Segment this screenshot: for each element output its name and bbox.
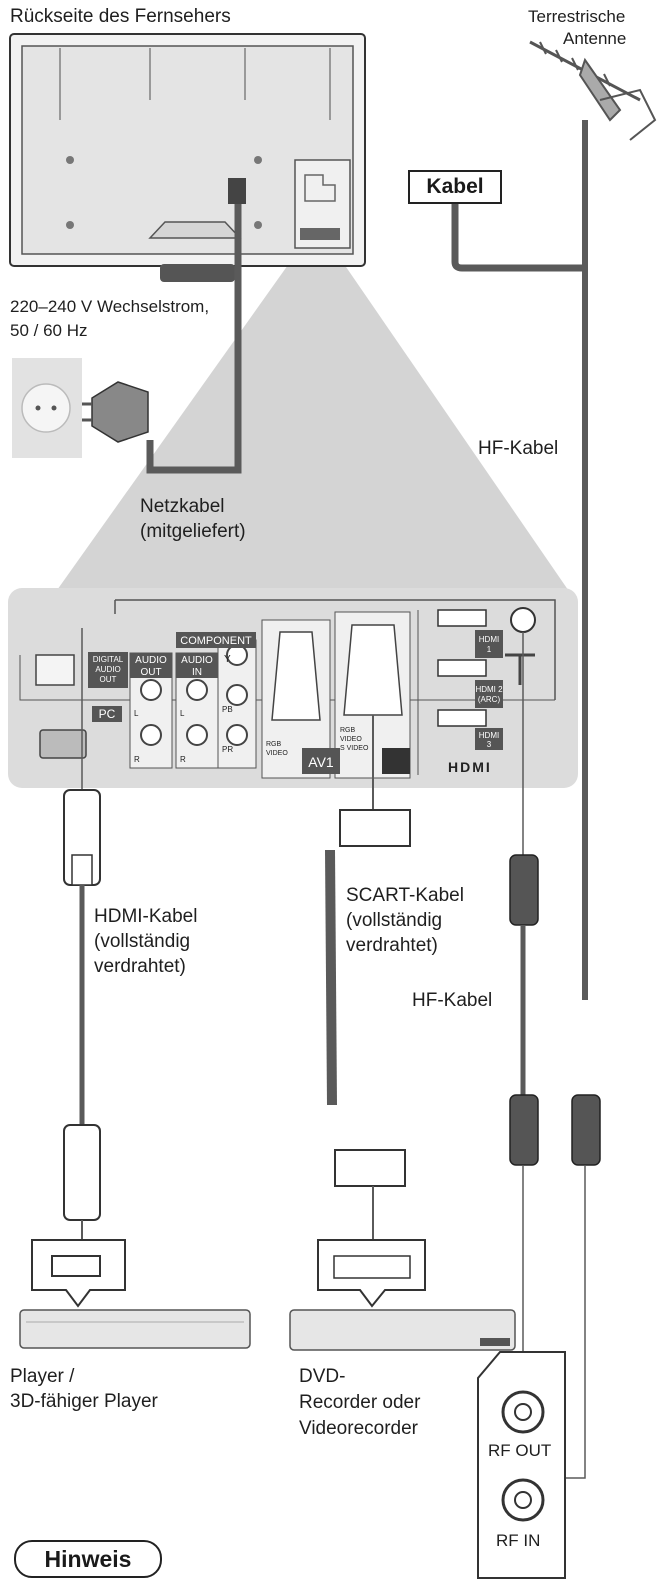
panel-video-label-1: VIDEO (266, 750, 288, 757)
panel-audio-in-label: AUDIO (181, 655, 213, 666)
kabel-label: Kabel (408, 170, 502, 204)
panel-pr-label: PR (222, 745, 233, 754)
recorder-device (289, 1239, 516, 1351)
connection-panel (8, 588, 578, 788)
antenna (529, 40, 657, 1000)
kabel-cable (451, 200, 585, 272)
hf-cable-label-top: HF-Kabel (478, 438, 559, 459)
player-label-line2: 3D-fähiger Player (10, 1391, 158, 1412)
hf-cable-label-bottom: HF-Kabel (412, 990, 493, 1011)
panel-av1-label: AV1 (308, 754, 334, 770)
panel-y-label: Y (224, 654, 231, 665)
panel-r-label-out: R (134, 755, 140, 764)
hinweis-badge[interactable]: Hinweis (14, 1540, 162, 1578)
panel-pc-label: PC (99, 707, 116, 721)
panel-l-label-in: L (180, 709, 185, 718)
panel-hdmi2-arc: (ARC) (478, 695, 501, 704)
rf-out-label: RF OUT (488, 1441, 552, 1460)
panel-r-label-in: R (180, 755, 186, 764)
power-label-line2: 50 / 60 Hz (10, 321, 88, 340)
panel-audio-in-label-2: IN (192, 667, 202, 678)
panel-pb-label: PB (222, 705, 233, 714)
hdmi-cable-label-line3: verdrahtet) (94, 956, 186, 977)
panel-audio-out-label-2: OUT (140, 667, 161, 678)
power-label-line1: 220–240 V Wechselstrom, (10, 297, 210, 316)
power-cable-label-line2: (mitgeliefert) (140, 521, 246, 542)
panel-svideo-label: S VIDEO (340, 745, 369, 752)
spotlight-beam (50, 248, 575, 600)
recorder-label-line1: DVD- (299, 1366, 346, 1387)
panel-digital-label-1: DIGITAL (93, 655, 124, 664)
power-socket (12, 358, 149, 458)
panel-rgb-label-2: RGB (340, 727, 356, 734)
tv-back-title: Rückseite des Fernsehers (10, 6, 231, 27)
panel-hdmi2-label: HDMI 2 (475, 685, 503, 694)
recorder-label-line3: Videorecorder (299, 1418, 419, 1439)
panel-digital-label-3: OUT (100, 675, 117, 684)
scart-cable-label-line2: (vollständig (346, 910, 443, 931)
scart-cable-label-line3: verdrahtet) (346, 935, 438, 956)
power-cable-label-line1: Netzkabel (140, 496, 225, 517)
panel-hdmi1-label: HDMI (479, 635, 499, 644)
recorder-label-line2: Recorder oder (299, 1392, 421, 1413)
player-device (19, 1239, 251, 1349)
scart-cable-label-line1: SCART-Kabel (346, 885, 464, 906)
panel-hdmi3-num: 3 (487, 740, 492, 749)
panel-video-label-2: VIDEO (340, 736, 362, 743)
hf-cable-recorder (509, 632, 601, 1479)
panel-hdmi3-label: HDMI (479, 731, 499, 740)
hdmi-cable-label-line1: HDMI-Kabel (94, 906, 198, 927)
hdmi-cable (63, 628, 101, 1240)
scart-cable (325, 715, 411, 1240)
panel-hdmi-logo: HDMI (448, 759, 492, 775)
panel-audio-out-label: AUDIO (135, 655, 167, 666)
antenna-label-line1: Terrestrische (528, 7, 626, 26)
tv-back (9, 33, 366, 282)
panel-digital-label-2: AUDIO (95, 665, 120, 674)
panel-l-label-out: L (134, 709, 139, 718)
hdmi-cable-label-line2: (vollständig (94, 931, 191, 952)
antenna-label-line2: Antenne (563, 29, 627, 48)
rf-in-label: RF IN (496, 1531, 541, 1550)
panel-component-label: COMPONENT (180, 635, 252, 647)
rf-connector-box (477, 1351, 566, 1579)
panel-rgb-label-1: RGB (266, 741, 282, 748)
panel-hdmi1-num: 1 (487, 645, 492, 654)
player-label-line1: Player / (10, 1366, 75, 1387)
power-cable (146, 204, 242, 474)
